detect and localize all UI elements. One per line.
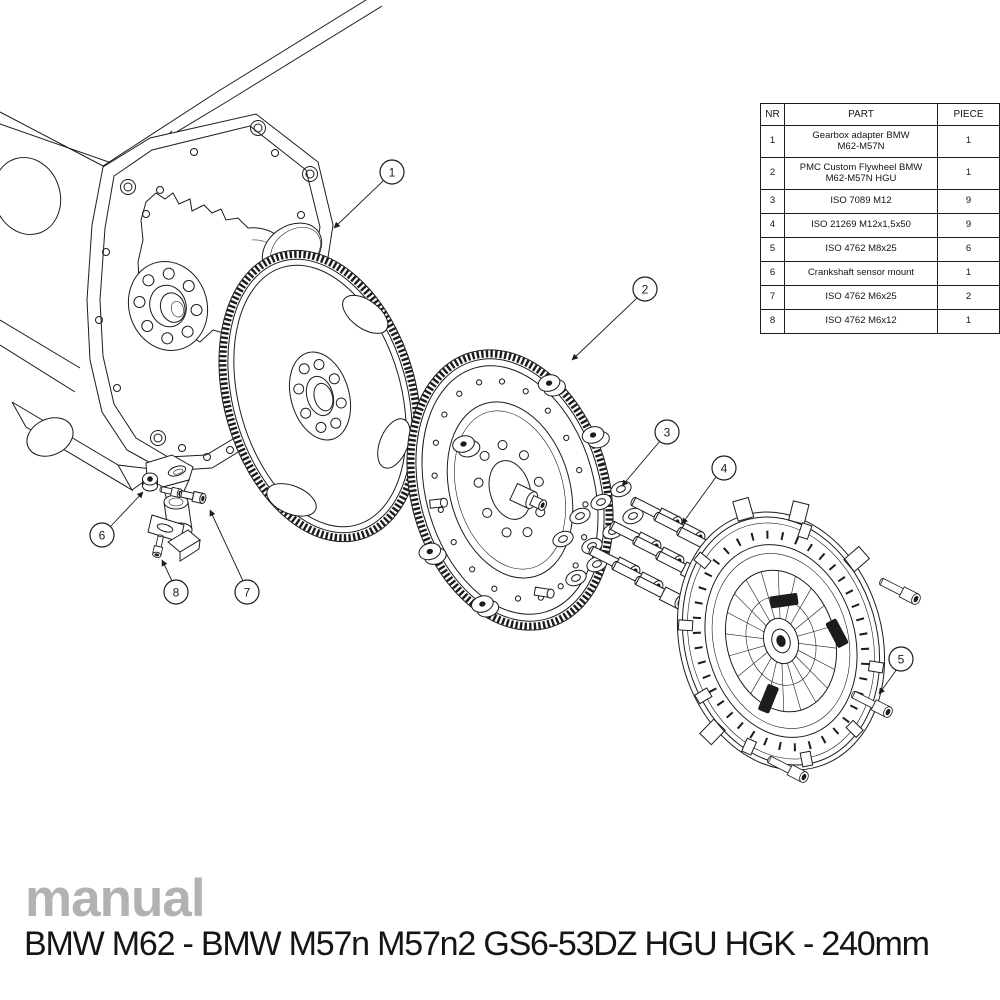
cell-piece: 1 [937,157,1000,190]
drawing-title: BMW M62 - BMW M57n M57n2 GS6-53DZ HGU HG… [24,925,930,963]
cell-nr: 5 [760,237,785,262]
callouts: 1 2 3 4 5 6 7 [89,159,914,672]
svg-text:5: 5 [898,653,905,667]
callout-5: 5 [888,646,914,672]
flywheel-crank-bolt-holes [473,440,546,538]
cell-piece: 1 [937,261,1000,286]
cell-part: ISO 7089 M12 [784,189,938,214]
table-row: 6 Crankshaft sensor mount 1 [760,261,1000,286]
dowel-pin [533,586,555,599]
oem-flexplate-ring-gear [218,249,422,543]
cell-part: Crankshaft sensor mount [784,261,938,286]
callout-1: 1 [379,159,405,185]
cell-part: PMC Custom Flywheel BMW M62-M57N HGU [784,157,938,190]
crankshaft-sensor-mount [142,454,208,562]
table-row: 7 ISO 4762 M6x25 2 [760,285,1000,310]
cell-piece: 9 [937,213,1000,238]
callout-2: 2 [632,276,658,302]
svg-text:7: 7 [244,586,251,600]
table-row: 5 ISO 4762 M8x25 6 [760,237,1000,262]
svg-text:2: 2 [642,283,649,297]
bolt-m6x12 [151,533,166,559]
svg-text:8: 8 [173,586,180,600]
cell-part: ISO 4762 M6x12 [784,309,938,334]
header-nr: NR [760,103,785,126]
header-part: PART [784,103,938,126]
damper-spring [758,684,779,714]
engine-block [0,0,383,492]
leader-lines [110,180,898,695]
callout-4: 4 [711,455,737,481]
damper-spring [825,618,849,648]
cell-part: ISO 4762 M8x25 [784,237,938,262]
header-piece: PIECE [937,103,1000,126]
cell-nr: 4 [760,213,785,238]
callout-7: 7 [234,579,260,605]
cell-nr: 2 [760,157,785,190]
callout-3: 3 [654,419,680,445]
svg-text:3: 3 [664,426,671,440]
adapter-bolt-holes [95,120,318,461]
crankshaft-hub [127,261,209,351]
cell-part: ISO 21269 M12x1,5x50 [784,213,938,238]
cell-piece: 1 [937,125,1000,158]
parts-table: NR PART PIECE 1 Gearbox adapter BMW M62-… [760,103,1000,334]
cell-nr: 7 [760,285,785,310]
cell-piece: 2 [937,285,1000,310]
cell-part: Gearbox adapter BMW M62-M57N [784,125,938,158]
svg-text:1: 1 [389,166,396,180]
pmc-flywheel [406,349,614,631]
table-row: 8 ISO 4762 M6x12 1 [760,309,1000,334]
svg-text:6: 6 [99,529,106,543]
table-row: 1 Gearbox adapter BMW M62-M57N 1 [760,125,1000,158]
damper-spring [769,592,799,609]
brand-logo: manual [25,869,206,928]
cell-nr: 1 [760,125,785,158]
table-row: 4 ISO 21269 M12x1,5x50 9 [760,213,1000,238]
callout-6: 6 [89,522,115,548]
pilot-shaft [509,482,548,511]
dowel-pin [429,497,448,509]
clutch-rim-tabs [677,522,885,768]
cell-piece: 1 [937,309,1000,334]
cell-nr: 3 [760,189,785,214]
cell-nr: 8 [760,309,785,334]
cell-piece: 9 [937,189,1000,214]
callout-8: 8 [163,579,189,605]
table-row: 3 ISO 7089 M12 9 [760,189,1000,214]
flywheel-hole-ring [431,378,589,602]
clutch-pressure-plate [676,496,886,771]
cell-nr: 6 [760,261,785,286]
cell-part: ISO 4762 M6x25 [784,285,938,310]
svg-text:4: 4 [721,462,728,476]
table-row: 2 PMC Custom Flywheel BMW M62-M57N HGU 1 [760,157,1000,190]
parts-table-header-row: NR PART PIECE [760,103,1000,126]
cell-piece: 6 [937,237,1000,262]
